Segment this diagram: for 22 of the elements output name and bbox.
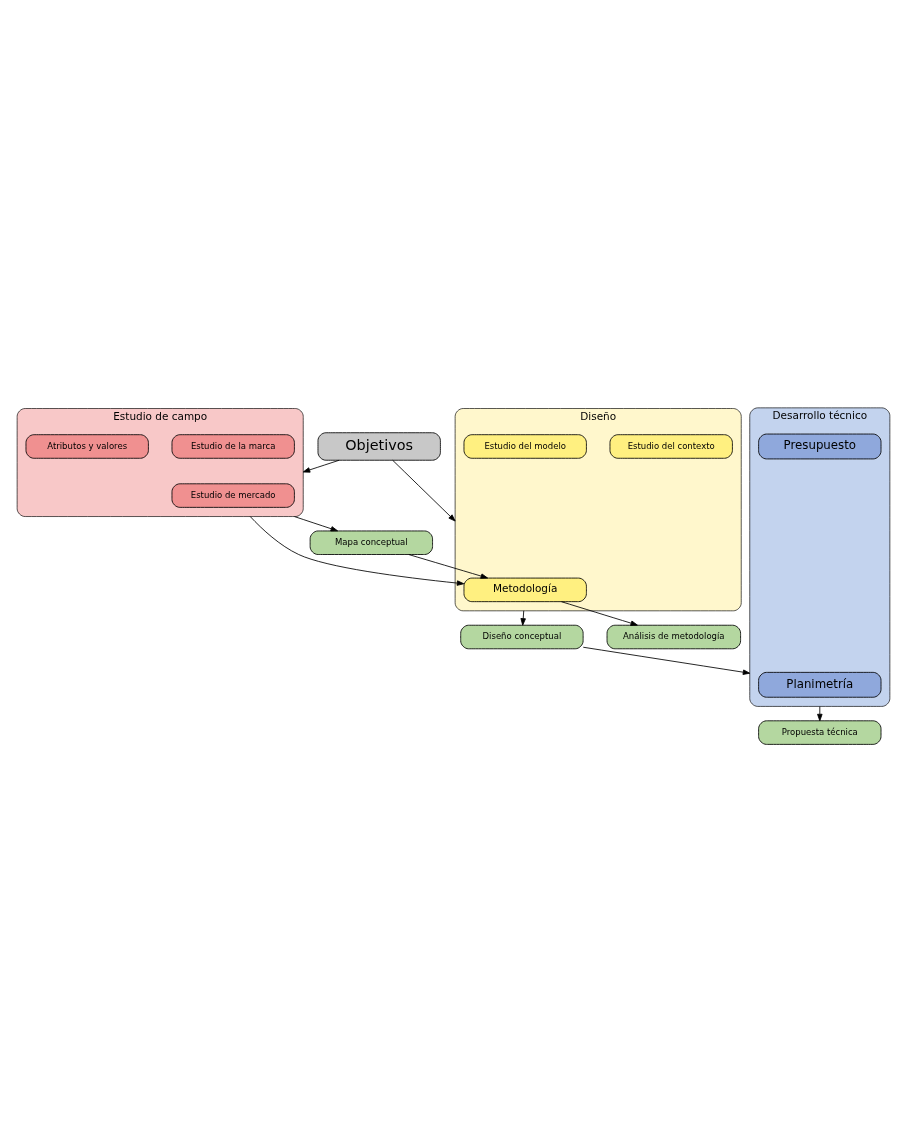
node-box: Metodología — [463, 577, 587, 602]
node-box: Planimetría — [757, 671, 881, 698]
arrow — [816, 705, 823, 721]
node-box: Estudio de la marca — [171, 433, 295, 459]
node-box: Mapa conceptual — [309, 530, 433, 555]
arrow — [249, 515, 464, 586]
node-box: Diseño conceptual — [459, 624, 584, 649]
arrow — [519, 609, 526, 626]
node-box: Presupuesto — [757, 433, 881, 459]
node-box: Análisis de metodología — [606, 624, 741, 649]
arrow — [407, 553, 488, 579]
arrow — [582, 646, 750, 675]
node-box: Atributos y valores — [25, 433, 149, 459]
node-box: Estudio del modelo — [463, 433, 587, 459]
node-box: Objetivos — [317, 431, 441, 461]
node-box: Propuesta técnica — [757, 719, 881, 745]
node-box: Estudio de mercado — [171, 482, 295, 508]
arrow — [560, 600, 638, 626]
arrow — [293, 515, 338, 531]
arrow — [391, 459, 456, 521]
node-box: Estudio del contexto — [609, 433, 733, 459]
arrow — [302, 459, 340, 473]
